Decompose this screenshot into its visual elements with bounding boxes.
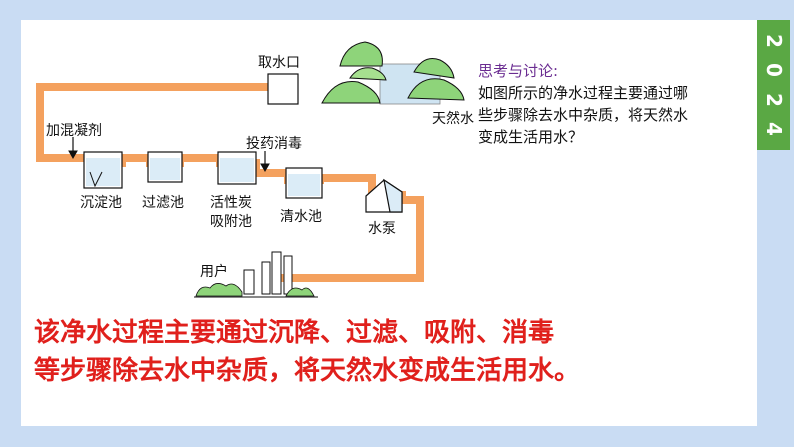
label-coagulant: 加混凝剂: [46, 123, 102, 139]
pump-house: [365, 178, 403, 213]
label-carbon-1: 活性炭: [210, 195, 252, 211]
bushes: [285, 287, 315, 297]
label-pump: 水泵: [368, 221, 396, 237]
label-intake: 取水口: [258, 55, 300, 71]
label-user: 用户: [200, 264, 228, 280]
mountain-shape: [339, 41, 383, 67]
label-disinfect: 投药消毒: [246, 136, 302, 152]
question-line: 些步骤除去水中杂质，将天然水: [478, 106, 689, 124]
mountain-shape: [413, 58, 455, 79]
question-line: 如图所示的净水过程主要通过哪: [478, 84, 689, 102]
mountain-shape: [349, 67, 387, 81]
building: [283, 255, 293, 295]
filter-tank: [147, 151, 183, 183]
building: [261, 261, 271, 295]
label-carbon-2: 吸附池: [210, 214, 252, 230]
mountain-shape: [321, 80, 381, 104]
label-clear-pool: 清水池: [280, 209, 322, 225]
label-natural-water: 天然水: [432, 111, 474, 127]
carbon-tank: [217, 151, 257, 185]
coagulant-arrow: [68, 137, 78, 160]
mountain-scene: [321, 41, 465, 105]
label-filter: 过滤池: [142, 195, 184, 211]
building: [243, 269, 255, 295]
bushes: [195, 283, 243, 297]
disinfect-arrow: [260, 151, 270, 173]
question-line: 变成生活用水？: [478, 128, 584, 146]
question-title: 思考与讨论:: [478, 62, 559, 80]
discussion-question: 思考与讨论: 如图所示的净水过程主要通过哪 些步骤除去水中杂质，将天然水 变成生…: [478, 60, 688, 148]
answer-line: 该净水过程主要通过沉降、过滤、吸附、消毒: [34, 318, 555, 348]
year-strip: 2 0 2 4: [757, 20, 790, 150]
user-buildings: [194, 251, 318, 298]
answer-text: 该净水过程主要通过沉降、过滤、吸附、消毒 等步骤除去水中杂质，将天然水变成生活用…: [34, 314, 774, 390]
intake-box: [267, 73, 299, 105]
sedimentation-tank: [83, 151, 123, 189]
mountain-shape: [407, 78, 465, 101]
clear-water-tank: [285, 167, 323, 199]
building: [271, 251, 282, 295]
answer-line: 等步骤除去水中杂质，将天然水变成生活用水。: [34, 356, 581, 386]
label-sedimentation: 沉淀池: [80, 195, 122, 211]
